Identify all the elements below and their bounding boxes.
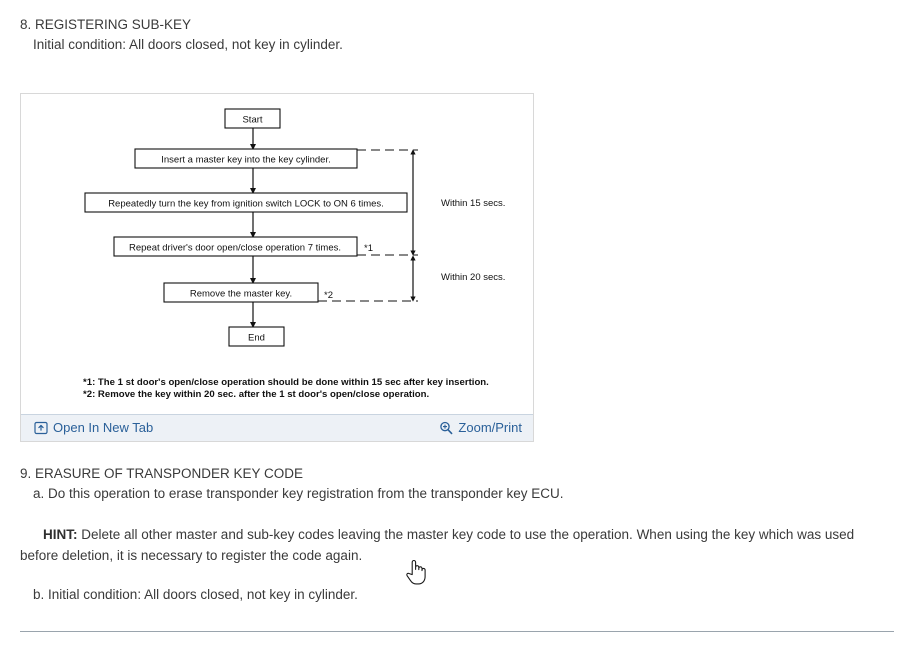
open-in-new-tab-link[interactable]: Open In New Tab [34,419,153,437]
hint-text: Delete all other master and sub-key code… [20,527,855,563]
section-8-heading: 8. REGISTERING SUB-KEY [20,17,192,32]
node-step3-label: Repeat driver's door open/close operatio… [129,243,341,254]
external-window-icon [34,421,48,435]
figure-toolbar: Open In New Tab Zoom/Print [21,414,533,441]
figure-container: Start Insert a master key into the key c… [20,93,534,442]
magnifier-plus-icon [439,421,453,435]
zoom-print-link[interactable]: Zoom/Print [439,419,522,437]
node-step3-note: *1 [364,243,373,254]
node-start-label: Start [242,115,262,126]
section-8-initial-condition: Initial condition: All doors closed, not… [33,37,343,52]
flowchart-image: Start Insert a master key into the key c… [21,94,533,413]
figure-footnote-1: *1: The 1 st door's open/close operation… [83,377,489,388]
section-9-hint: HINT: Delete all other master and sub-ke… [20,524,894,566]
section-9-item-b: b. Initial condition: All doors closed, … [33,587,358,602]
section-9-item-a: a. Do this operation to erase transponde… [33,486,564,501]
node-end-label: End [248,333,265,344]
figure-footnote-2: *2: Remove the key within 20 sec. after … [83,389,429,400]
node-step4-label: Remove the master key. [190,289,292,300]
open-in-new-tab-label: Open In New Tab [53,420,154,435]
node-step1-label: Insert a master key into the key cylinde… [161,155,331,166]
section-9-heading: 9. ERASURE OF TRANSPONDER KEY CODE [20,466,304,481]
hint-label: HINT: [43,527,78,542]
timing-label-15: Within 15 secs. [441,198,505,209]
zoom-print-label: Zoom/Print [458,420,522,435]
node-step4-note: *2 [324,290,333,301]
timing-label-20: Within 20 secs. [441,272,505,283]
page-divider [20,631,894,632]
node-step2-label: Repeatedly turn the key from ignition sw… [108,199,384,210]
